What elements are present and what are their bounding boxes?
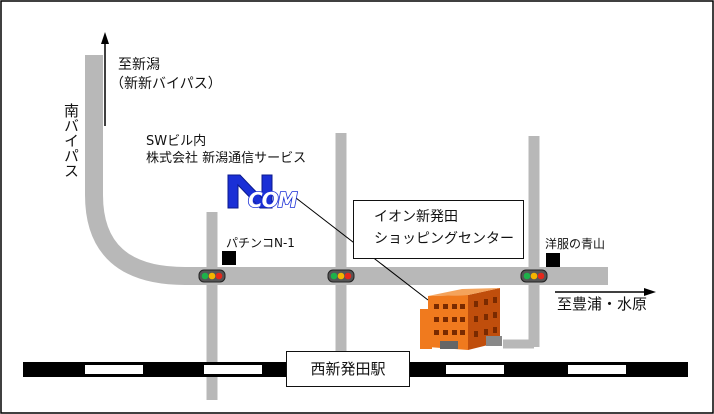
north-destination-label: 至新潟 bbox=[118, 57, 160, 73]
railway-segment bbox=[446, 365, 504, 374]
pachinko-label: パチンコN-1 bbox=[226, 236, 295, 250]
railway-segment bbox=[204, 365, 262, 374]
east-destination-label: 至豊浦・水原 bbox=[557, 295, 648, 313]
traffic-signal-icon bbox=[520, 269, 548, 283]
station-box: 西新発田駅 bbox=[286, 351, 410, 387]
pachinko-marker bbox=[222, 251, 236, 265]
aeon-name-label: イオン新発田 bbox=[374, 209, 458, 225]
station-name-label: 西新発田駅 bbox=[310, 359, 386, 378]
traffic-signal-icon bbox=[198, 269, 226, 283]
office-building-icon bbox=[420, 288, 502, 350]
railway-segment bbox=[85, 365, 143, 374]
bypass-road-label: 南バイパス bbox=[62, 103, 80, 178]
company-name-label: 株式会社 新潟通信サービス bbox=[146, 151, 307, 166]
east-arrow-head bbox=[644, 288, 656, 296]
svg-text:COM: COM bbox=[248, 188, 298, 212]
north-road-label: （新新バイパス） bbox=[110, 76, 222, 92]
bypass-road bbox=[85, 55, 608, 285]
aeon-shopping-center-box: イオン新発田 ショッピングセンター bbox=[353, 200, 524, 259]
traffic-signal-icon bbox=[327, 269, 355, 283]
north-arrow-head bbox=[101, 32, 109, 44]
building-name-label: SWビル内 bbox=[146, 134, 207, 149]
aoyama-marker bbox=[546, 253, 560, 267]
aoyama-label: 洋服の青山 bbox=[545, 237, 606, 251]
railway-segment bbox=[568, 365, 626, 374]
ncom-logo: COM bbox=[227, 174, 299, 213]
aeon-subname-label: ショッピングセンター bbox=[374, 231, 514, 247]
